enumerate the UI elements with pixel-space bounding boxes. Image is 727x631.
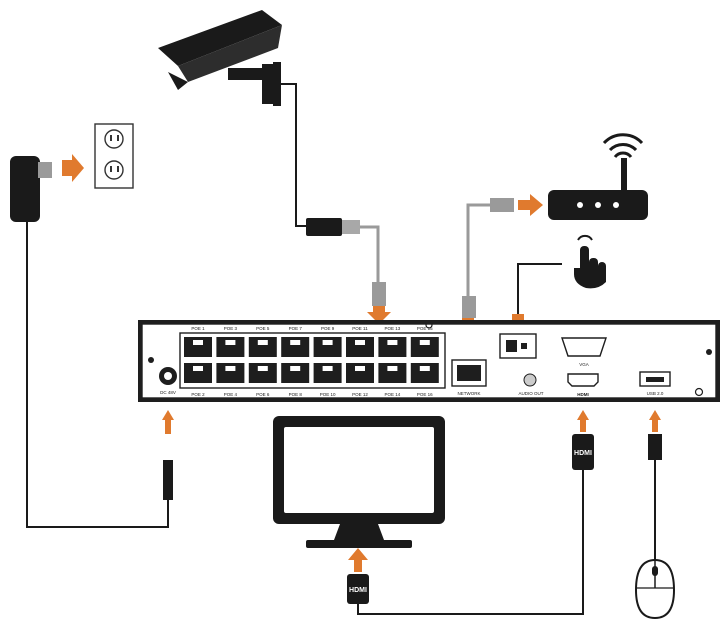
poe-port[interactable]: [378, 363, 407, 383]
network-port-label: NETWORK: [458, 391, 481, 396]
usb-plug: [648, 434, 662, 460]
power-adapter-icon: [10, 156, 52, 222]
dc-plug: [163, 460, 173, 500]
poe-port-label: POE 12: [352, 392, 368, 397]
poe-port[interactable]: [216, 363, 245, 383]
poe-port-label: POE 5: [256, 326, 270, 331]
poe-port-latch: [193, 366, 203, 371]
poe-port-latch: [225, 366, 236, 371]
poe-port-label: POE 13: [385, 326, 401, 331]
vga-port[interactable]: [561, 337, 607, 357]
poe-port-label: POE 10: [320, 392, 336, 397]
network-ethernet-plug: [462, 296, 476, 318]
network-gray-cable: [466, 203, 490, 298]
poe-arrow: [367, 306, 391, 324]
poe-port-label: POE 15: [417, 326, 433, 331]
poe-ports: POE 1 POE 3 POE 5 POE 7 POE 9 POE 11 POE 13 POE…: [184, 326, 439, 397]
audio-out-port[interactable]: [523, 373, 537, 387]
poe-port[interactable]: [184, 337, 212, 357]
outlet-arrow: [62, 154, 84, 182]
power-switch[interactable]: [499, 333, 537, 359]
nvr-hdmi-plug-label: HDMI: [574, 450, 592, 457]
dc-arrow: [162, 410, 174, 434]
poe-port[interactable]: [184, 363, 212, 383]
router-icon: [548, 158, 648, 220]
poe-port[interactable]: [281, 337, 310, 357]
poe-port-label: POE 2: [191, 392, 205, 397]
hdmi-port[interactable]: [567, 373, 599, 387]
poe-port-latch: [225, 340, 236, 345]
router-arrow: [518, 194, 543, 216]
poe-port-label: POE 3: [224, 326, 238, 331]
monitor-hdmi-plug: [347, 574, 369, 604]
switch-pointer-line: [517, 263, 562, 314]
poe-port-latch: [355, 366, 365, 371]
poe-port[interactable]: [313, 337, 342, 357]
security-camera-icon: [158, 10, 282, 106]
poe-port-latch: [355, 340, 365, 345]
poe-port-label: POE 14: [385, 392, 401, 397]
camera-cable: [280, 83, 312, 227]
poe-port-latch: [387, 366, 398, 371]
ground-screw: [694, 387, 704, 397]
poe-port[interactable]: [346, 337, 374, 357]
poe-port-latch: [419, 340, 430, 345]
poe-port[interactable]: [378, 337, 407, 357]
poe-port[interactable]: [346, 363, 374, 383]
poe-port[interactable]: [216, 337, 245, 357]
camera-ethernet-plug: [306, 218, 360, 236]
poe-port[interactable]: [410, 363, 439, 383]
dc-port-label: DC 48V: [160, 390, 176, 395]
poe-port-label: POE 1: [191, 326, 205, 331]
nvr-hdmi-arrow: [577, 410, 589, 432]
poe-port-latch: [322, 366, 333, 371]
poe-port[interactable]: [248, 363, 277, 383]
poe-port-label: POE 8: [289, 392, 303, 397]
poe-port-latch: [257, 340, 268, 345]
vga-port-label: VGA: [579, 362, 589, 367]
poe-port-label: POE 9: [321, 326, 335, 331]
poe-port[interactable]: [410, 337, 439, 357]
wall-outlet-icon: [94, 123, 134, 189]
power-cable: [26, 222, 169, 528]
poe-port-latch: [257, 366, 268, 371]
usb-arrow: [649, 410, 661, 432]
mouse-icon: [634, 558, 676, 620]
camera-gray-cable: [360, 225, 380, 284]
poe-port-latch: [419, 366, 430, 371]
poe-port-latch: [322, 340, 333, 345]
hdmi-cable: [357, 470, 584, 615]
poe-port-label: POE 7: [289, 326, 303, 331]
monitor-icon: [273, 416, 445, 548]
poe-port-latch: [290, 340, 301, 345]
poe-port-latch: [193, 340, 203, 345]
poe-port[interactable]: [248, 337, 277, 357]
poe-port[interactable]: [281, 363, 310, 383]
hdmi-port-label: HDMI: [577, 392, 589, 397]
router-ethernet-plug: [490, 198, 514, 212]
usb-port-label: USB 2.0: [647, 391, 664, 396]
poe-ethernet-plug: [372, 282, 386, 306]
poe-port-latch: [290, 366, 301, 371]
wifi-icon: [602, 133, 644, 159]
hand-press-icon: [574, 234, 606, 289]
poe-port-label: POE 4: [224, 392, 238, 397]
poe-port-latch: [387, 340, 398, 345]
poe-port-label: POE 11: [352, 326, 368, 331]
poe-port-label: POE 16: [417, 392, 433, 397]
monitor-hdmi-plug-label: HDMI: [349, 587, 367, 594]
audio-port-label: AUDIO OUT: [518, 391, 543, 396]
monitor-hdmi-arrow: [348, 548, 368, 572]
poe-port[interactable]: [313, 363, 342, 383]
nvr-hdmi-plug: [572, 434, 594, 470]
poe-port-label: POE 6: [256, 392, 270, 397]
